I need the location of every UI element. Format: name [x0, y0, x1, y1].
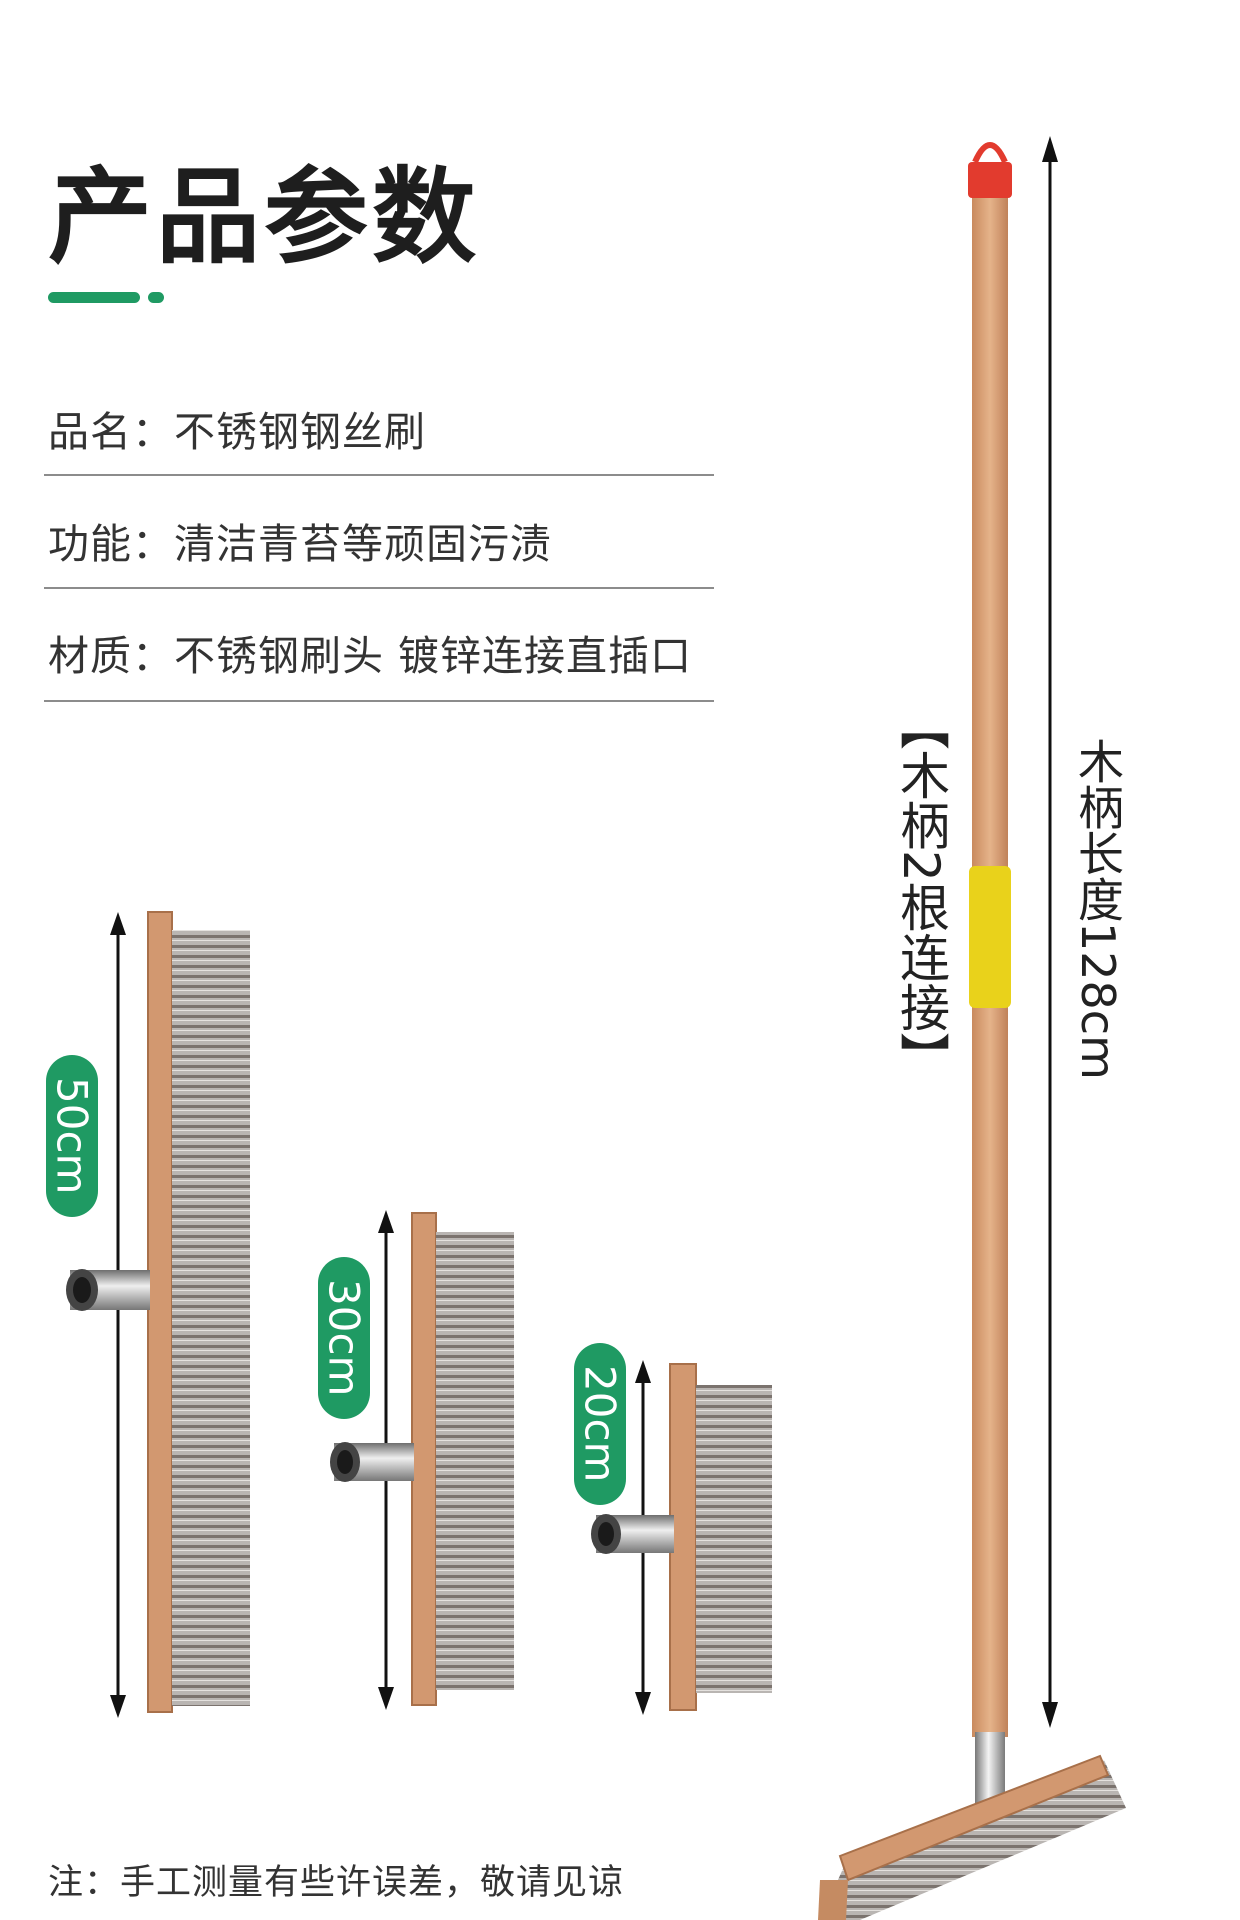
- size-badge-20cm: 20cm: [574, 1343, 626, 1505]
- spec-value: 不锈钢刷头 镀锌连接直插口: [174, 632, 693, 680]
- size-badge-50cm: 50cm: [46, 1055, 98, 1217]
- wooden-handle: [818, 136, 1126, 1920]
- title-underline: [48, 292, 140, 303]
- brush-50cm: [66, 911, 250, 1718]
- measurement-note: 注：手工测量有些许误差，敬请见谅: [48, 1863, 625, 1903]
- handle-connection-note: 【木柄2根连接】: [892, 700, 950, 1082]
- spec-value: 清洁青苔等顽固污渍: [174, 520, 552, 568]
- spec-name-row: 品名：不锈钢钢丝刷: [48, 398, 712, 458]
- size-badge-30cm: 30cm: [318, 1257, 370, 1419]
- divider: [44, 700, 714, 702]
- brush-20cm: [591, 1360, 772, 1715]
- spec-label: 功能：: [48, 520, 174, 568]
- spec-material-row: 材质：不锈钢刷头 镀锌连接直插口: [48, 622, 712, 682]
- spec-label: 品名：: [48, 408, 174, 456]
- brush-30cm: [330, 1210, 514, 1710]
- spec-label: 材质：: [48, 632, 174, 680]
- spec-function-row: 功能：清洁青苔等顽固污渍: [48, 510, 712, 570]
- spec-value: 不锈钢钢丝刷: [174, 408, 426, 456]
- divider: [44, 587, 714, 589]
- divider: [44, 474, 714, 476]
- title-underline-dot: [148, 292, 164, 303]
- handle-length-label: 木柄长度128cm: [1071, 738, 1125, 1080]
- page-title: 产品参数: [48, 156, 481, 278]
